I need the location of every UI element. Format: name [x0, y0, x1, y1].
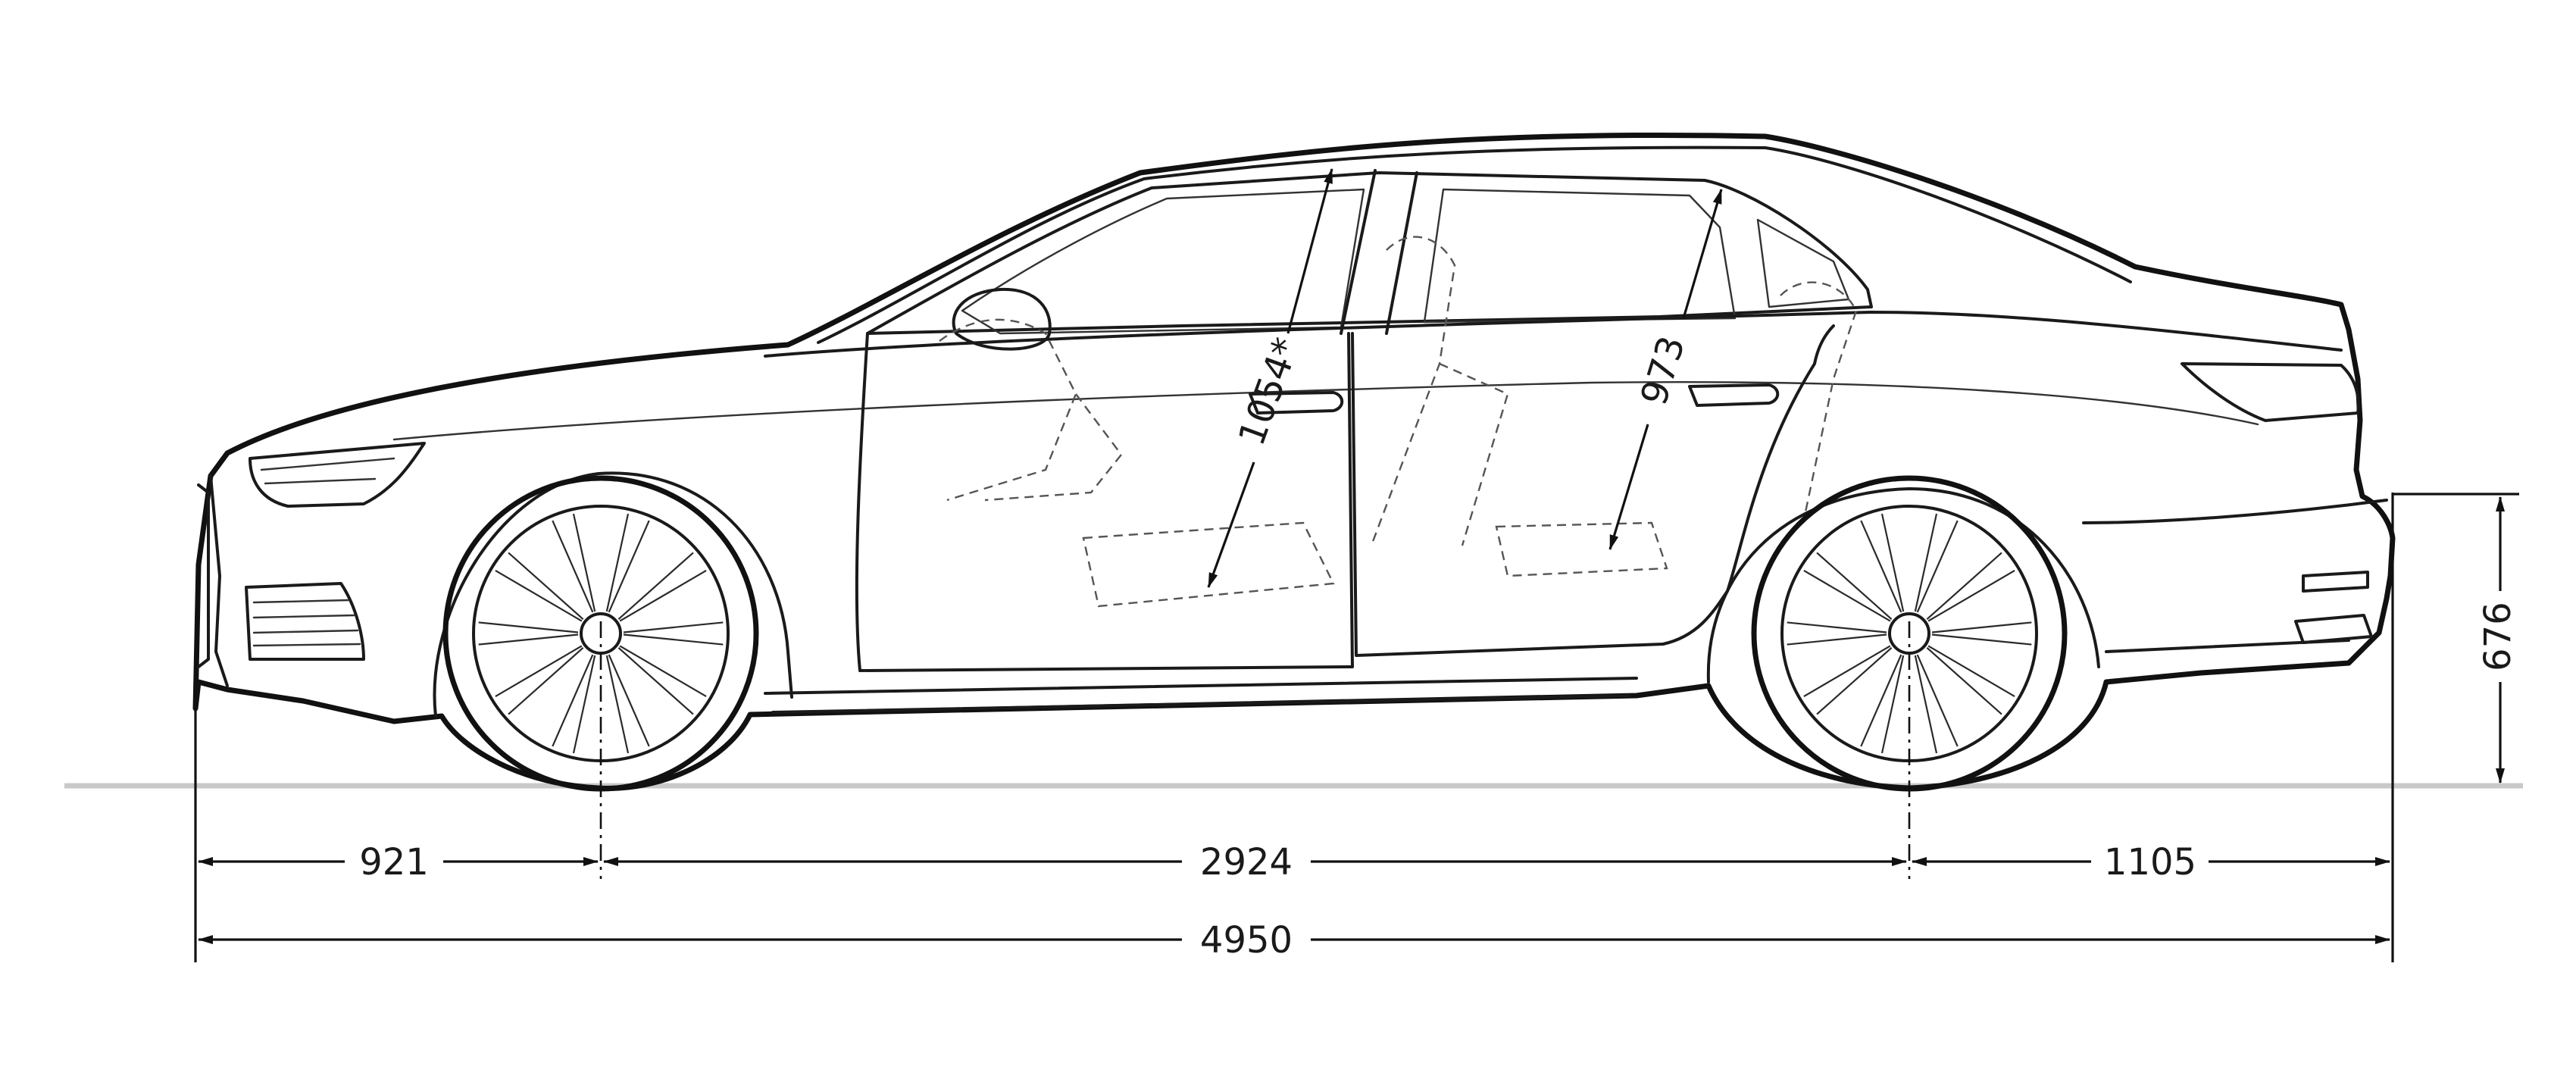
front-wheel-spoke [495, 645, 584, 715]
rear-wheel-spoke [1803, 645, 1893, 715]
rear-wheel-spoke [1860, 654, 1905, 754]
front-window [961, 188, 1365, 335]
front-wheel-spoke [552, 654, 596, 754]
car-silhouette [192, 132, 2396, 791]
rear-door [1351, 324, 1835, 657]
front-wheel-spoke [495, 552, 584, 622]
character-line [392, 381, 2259, 441]
front-grille [197, 483, 210, 668]
front-overhang-label: 921 [359, 841, 429, 884]
rear-wheel-spoke [1914, 654, 1959, 754]
front-wheel-spoke [552, 513, 596, 613]
belt-line [764, 311, 2343, 358]
side-sill [764, 677, 1638, 714]
overall-length-label: 4950 [1200, 919, 1293, 962]
rear-seat [1370, 236, 1509, 546]
front-wheel-spoke [617, 552, 707, 622]
rear-seat-base [1495, 521, 1668, 577]
rear-headroom-arrow-bottom [1608, 424, 1649, 550]
b-pillar [1340, 169, 1418, 335]
front-wheel [442, 475, 759, 792]
rear-headroom-label: 973 [1633, 331, 1693, 410]
rear-wheel-spoke [1926, 645, 2015, 715]
side-mirror [952, 287, 1052, 351]
rear-wheel-spoke [1787, 621, 1887, 646]
exhaust-tip [2294, 614, 2373, 644]
front-seat-base [1082, 521, 1335, 608]
rear-overhang-label: 1105 [2104, 841, 2196, 884]
rear-seat-back [1780, 281, 1858, 524]
front-bumper [209, 474, 229, 687]
rear-height-label: 676 [2477, 602, 2519, 671]
front-headroom-arrow-bottom [1207, 461, 1255, 588]
front-wheel-spoke [605, 513, 650, 613]
front-headroom-arrow-top [1286, 168, 1333, 334]
taillight [2181, 362, 2360, 422]
car-side-view [192, 132, 2396, 792]
front-wheel-spoke [478, 621, 579, 646]
roof-line [817, 145, 2132, 344]
front-wheel-arch [433, 471, 793, 718]
rear-reflector [2302, 571, 2369, 593]
front-wheel-spoke [617, 645, 707, 715]
rear-wheel-spoke [1926, 552, 2015, 622]
front-intake [245, 582, 365, 661]
front-door [855, 332, 1354, 672]
rear-wheel-spoke [1803, 552, 1893, 622]
front-seat [939, 318, 1123, 502]
intake-mesh [252, 599, 361, 647]
rear-wheel-arch [1706, 487, 2100, 683]
front-wheel-spoke [623, 621, 724, 646]
dimension-annotations: 921 2924 1105 4950 676 1054* 973 [194, 168, 2519, 962]
rear-window [1423, 188, 1737, 324]
window-frame [866, 171, 1873, 335]
wheelbase-label: 2924 [1200, 841, 1293, 884]
front-wheel-spoke [605, 654, 650, 754]
rear-wheel-spoke [1931, 621, 2032, 646]
front-door-handle [1249, 391, 1344, 414]
rear-wheel-spoke [1914, 513, 1959, 613]
headlight [249, 442, 426, 508]
rear-bumper [2082, 499, 2388, 653]
rear-wheel-spoke [1860, 513, 1905, 613]
headlight-inner [260, 457, 395, 485]
rear-door-handle [1688, 383, 1780, 407]
quarter-window [1756, 218, 1850, 308]
rear-headroom-arrow-top [1682, 189, 1723, 319]
